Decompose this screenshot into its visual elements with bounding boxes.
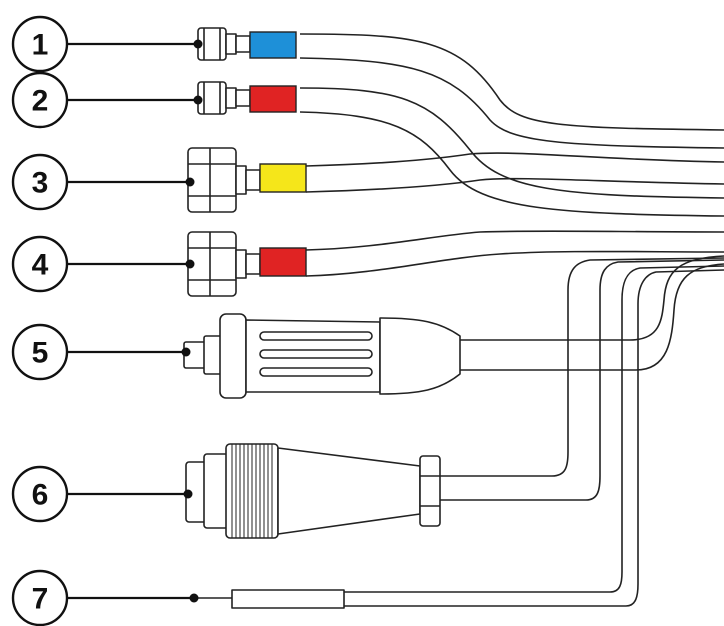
cable-7	[344, 265, 724, 593]
cable-4-inner	[305, 250, 724, 277]
badge-2	[11, 71, 69, 129]
callout-5: 5	[11, 323, 191, 381]
knurl-ring	[231, 444, 273, 538]
cable-5-inner	[460, 263, 724, 371]
badge-3-label: 3	[32, 167, 49, 200]
callout-2: 2	[11, 71, 203, 129]
cable-4	[305, 230, 724, 251]
badge-3	[11, 153, 69, 211]
badge-1-label: 1	[32, 29, 49, 62]
badge-5-label: 5	[32, 337, 49, 370]
cable-7-inner	[344, 269, 724, 607]
connector-6	[185, 443, 441, 539]
callout-4: 4	[11, 235, 195, 293]
connector-7	[194, 589, 345, 609]
callout-6: 6	[11, 465, 193, 523]
sleeve-2	[249, 85, 297, 113]
badge-7	[11, 569, 69, 626]
cable-2-inner	[299, 111, 724, 217]
connector-3	[187, 147, 307, 213]
connector-1	[197, 27, 297, 61]
badge-6-label: 6	[32, 479, 49, 512]
connector-5	[183, 313, 461, 399]
cable-6-inner	[440, 259, 724, 501]
connector-2	[197, 81, 297, 115]
cable-2	[299, 87, 724, 199]
cable-5	[460, 255, 724, 341]
cable-1-inner	[299, 57, 724, 149]
callout-3: 3	[11, 153, 195, 211]
sleeve-3	[259, 163, 307, 193]
sleeve-4	[259, 247, 307, 277]
badge-4	[11, 235, 69, 293]
badge-7-label: 7	[32, 583, 49, 616]
cable-1	[299, 33, 724, 131]
badge-1	[11, 15, 69, 73]
cables	[299, 33, 724, 607]
badge-6	[11, 465, 69, 523]
cable-6	[440, 257, 724, 477]
cable-3-inner	[305, 177, 724, 193]
connector-4	[187, 231, 307, 297]
badge-2-label: 2	[32, 85, 49, 118]
badge-4-label: 4	[32, 249, 49, 282]
badge-5	[11, 323, 69, 381]
callout-7: 7	[11, 569, 199, 626]
cable-3	[305, 152, 724, 167]
sleeve-1	[249, 31, 297, 59]
callout-1: 1	[11, 15, 203, 73]
